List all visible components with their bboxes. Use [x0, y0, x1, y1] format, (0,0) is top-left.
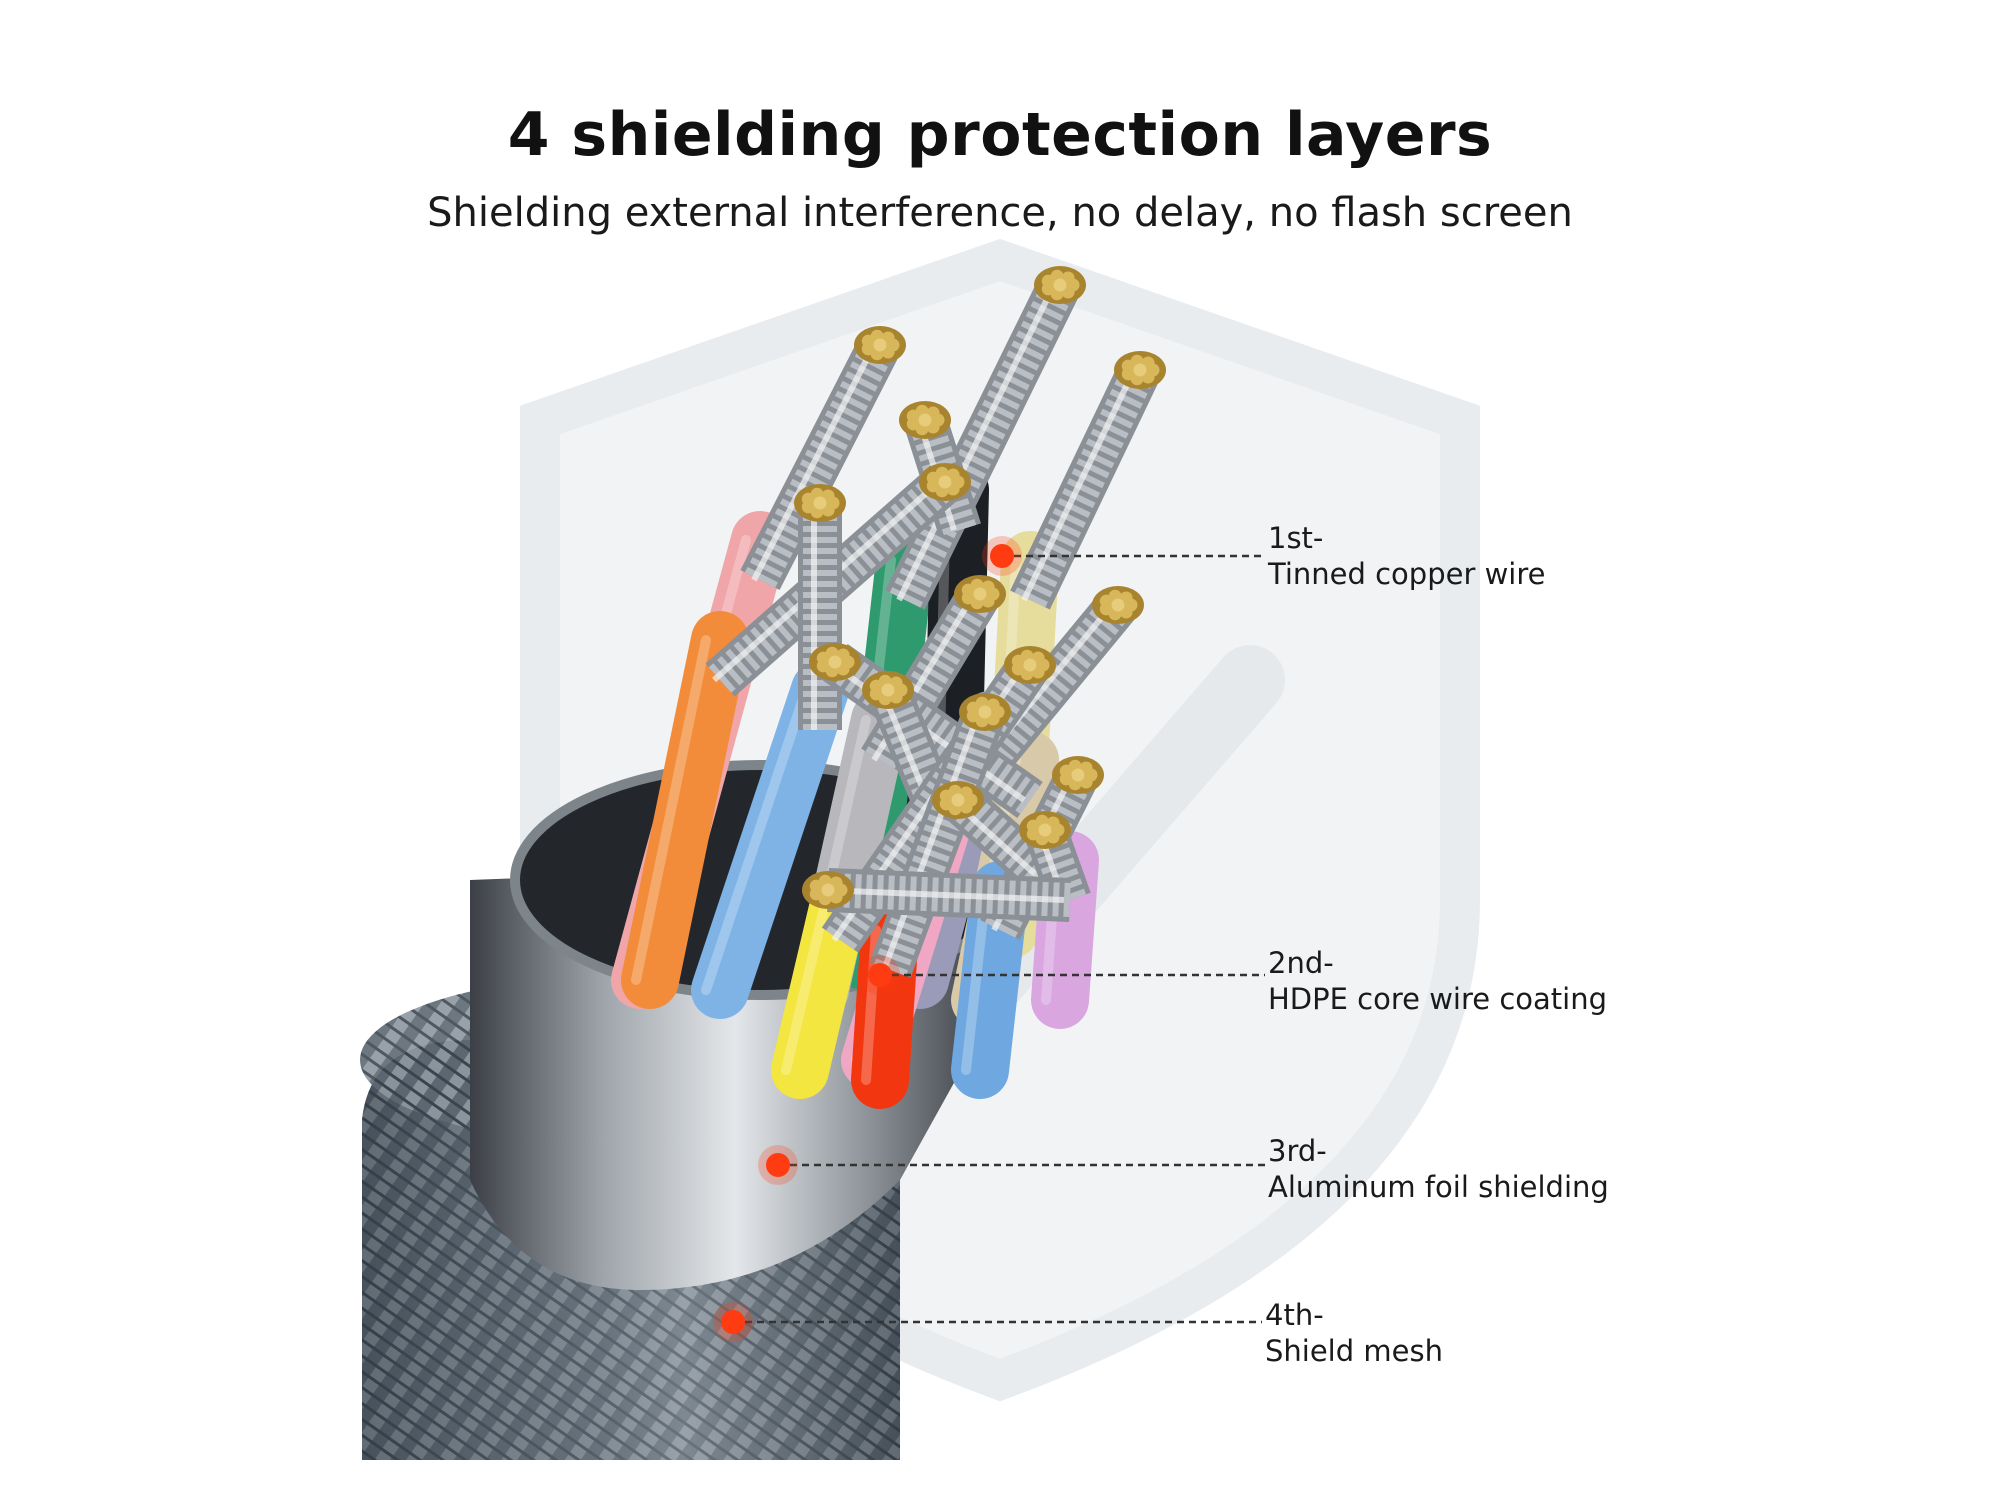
page-subtitle: Shielding external interference, no dela… — [427, 190, 1573, 236]
marker-dot-icon — [721, 1310, 745, 1334]
copper-tip-icon — [899, 401, 951, 439]
core-wire-6 — [691, 661, 849, 1019]
page-title: 4 shielding protection layers — [507, 100, 1493, 170]
copper-tip-icon — [1004, 646, 1056, 684]
copper-tip-icon — [959, 693, 1011, 731]
leader-line-1 — [982, 536, 1265, 576]
core-wire-5 — [621, 611, 749, 1009]
copper-tip-icon — [954, 575, 1006, 613]
layer-name-4: Shield mesh — [1265, 1334, 1443, 1368]
conductor-strand-6 — [794, 484, 846, 730]
layer-name-2: HDPE core wire coating — [1268, 982, 1607, 1016]
copper-tip-icon — [1034, 266, 1086, 304]
layer-name-1: Tinned copper wire — [1268, 557, 1546, 591]
copper-tip-icon — [1052, 756, 1104, 794]
copper-tip-icon — [802, 871, 854, 909]
layer-ordinal-4: 4th- — [1265, 1298, 1324, 1332]
layer-name-3: Aluminum foil shielding — [1268, 1170, 1609, 1204]
conductor-strand-1 — [740, 326, 906, 591]
leader-line-3 — [758, 1145, 1265, 1185]
layer-ordinal-1: 1st- — [1268, 521, 1324, 555]
layer-ordinal-3: 3rd- — [1268, 1134, 1327, 1168]
conductor-strand-12 — [869, 693, 1011, 978]
conductor-strand-16 — [802, 868, 1071, 922]
layer-label-2: 2nd- HDPE core wire coating — [1268, 945, 1607, 1017]
copper-tip-icon — [1114, 351, 1166, 389]
conductor-strand-2 — [885, 266, 1086, 610]
marker-dot-icon — [868, 963, 892, 987]
leader-line-2 — [860, 955, 1265, 995]
layer-label-3: 3rd- Aluminum foil shielding — [1268, 1133, 1609, 1205]
copper-tip-icon — [794, 484, 846, 522]
layer-ordinal-2: 2nd- — [1268, 946, 1334, 980]
conductor-strand-3 — [1010, 351, 1166, 610]
copper-tip-icon — [854, 326, 906, 364]
layer-label-4: 4th- Shield mesh — [1265, 1297, 1443, 1369]
leader-lines-group — [713, 536, 1265, 1342]
marker-dot-icon — [990, 544, 1014, 568]
conductor-strand-8 — [973, 586, 1144, 775]
copper-tip-icon — [919, 463, 971, 501]
copper-tip-icon — [1019, 811, 1071, 849]
layer-label-1: 1st- Tinned copper wire — [1268, 520, 1546, 592]
copper-tip-icon — [862, 671, 914, 709]
marker-dot-icon — [766, 1153, 790, 1177]
copper-tip-icon — [809, 643, 861, 681]
copper-tip-icon — [1092, 586, 1144, 624]
core-wires-group — [611, 266, 1166, 1109]
copper-tip-icon — [932, 781, 984, 819]
leader-line-4 — [713, 1302, 1262, 1342]
